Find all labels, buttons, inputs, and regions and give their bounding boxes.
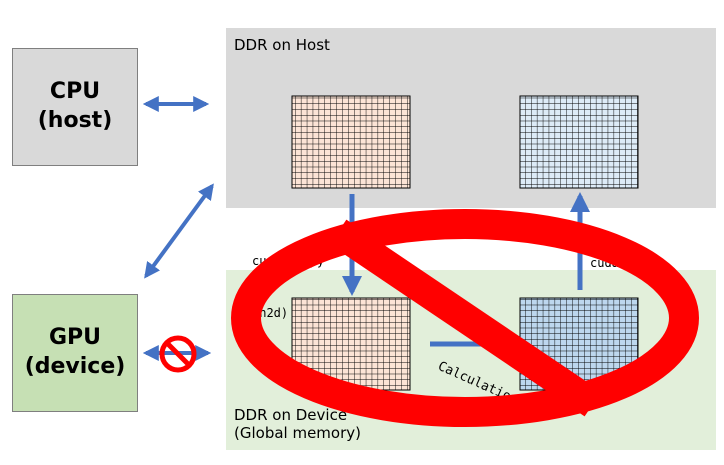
prohibition-sign-icon <box>231 209 699 427</box>
host-input-array <box>291 95 411 189</box>
host-output-array <box>519 95 639 189</box>
cpu-sublabel: (host) <box>37 108 113 133</box>
device-region-label: DDR on Device (Global memory) <box>234 406 361 442</box>
device-region-label-line2: (Global memory) <box>234 424 361 442</box>
cpu-node: CPU (host) <box>12 48 138 166</box>
cpu-label: CPU <box>49 79 101 105</box>
host-region-label: DDR on Host <box>234 36 330 54</box>
prohibition-sign-icon <box>159 335 197 373</box>
gpu-label: GPU <box>48 325 102 351</box>
device-region-label-line1: DDR on Device <box>234 406 348 424</box>
gpu-sublabel: (device) <box>24 354 126 379</box>
gpu-node: GPU (device) <box>12 294 138 412</box>
gpu-host-arrow <box>144 183 214 279</box>
